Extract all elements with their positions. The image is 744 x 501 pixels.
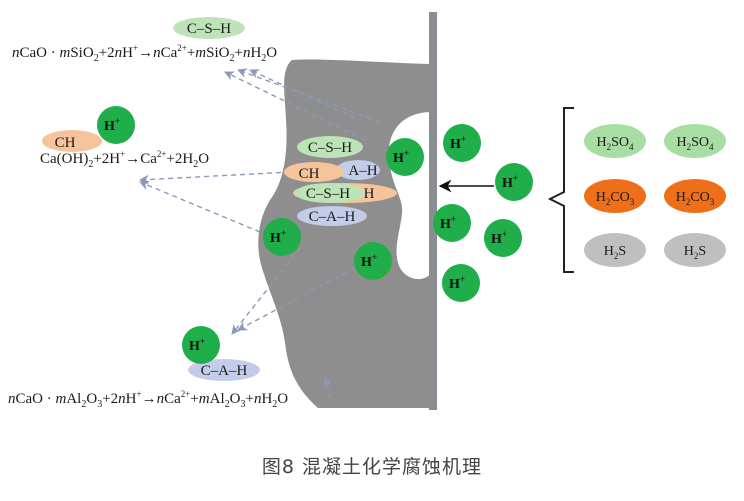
svg-text:H2SO4: H2SO4 <box>676 135 714 152</box>
ch-left-text: CH <box>55 135 76 151</box>
h-ion: H+ <box>443 124 481 162</box>
acid-h2co3-2: H2CO3 <box>664 179 726 213</box>
svg-text:H+: H+ <box>491 229 507 247</box>
hydrogen-ions: H+ H+ H+ H+ H+ H+ H+ H+ H+ H+ <box>97 106 533 364</box>
arrow-ch-2 <box>139 180 261 233</box>
arrow-cah-2 <box>231 247 301 335</box>
svg-text:H+: H+ <box>449 274 465 292</box>
acid-h2so4-2: H2SO4 <box>664 124 726 158</box>
svg-text:H2S: H2S <box>604 244 626 261</box>
center-products: A–H C–S–H CH C–S–H H C–A–H <box>284 136 397 226</box>
h-ion: H+ <box>495 163 533 201</box>
h-ion: H+ <box>354 242 392 280</box>
arrow-ch-1 <box>139 171 291 185</box>
ch-center-ellipse <box>284 162 344 182</box>
cah-center-partial-text: A–H <box>348 163 377 179</box>
acid-h2co3-1: H2CO3 <box>584 179 646 213</box>
arrow-csh-2 <box>237 68 381 123</box>
equation-silicate: nCaO · mSiO2+2nH+→nCa2++mSiO2+nH2O <box>12 43 277 64</box>
cah-center-ellipse <box>297 206 367 226</box>
svg-text:H+: H+ <box>502 173 518 191</box>
equation-hydroxide: Ca(OH)2+2H+→Ca2++2H2O <box>40 149 209 170</box>
h-ion: H+ <box>484 219 522 257</box>
acid-bracket <box>547 107 574 273</box>
arrow-cah-1 <box>237 267 356 331</box>
cah-bottom-ellipse <box>188 359 260 381</box>
h-ion: H+ <box>97 106 135 144</box>
h-ion: H+ <box>263 218 301 256</box>
svg-text:H+: H+ <box>270 228 286 246</box>
ch-left-label: CH <box>42 130 102 152</box>
figure-caption: 图8 混凝土化学腐蚀机理 <box>261 456 483 478</box>
ch-left-ellipse <box>42 130 102 152</box>
csh-center-ellipse <box>297 136 363 158</box>
svg-text:H+: H+ <box>393 148 409 166</box>
cah-bottom-label: C–A–H <box>188 359 260 381</box>
arrow-bottom <box>322 377 333 399</box>
svg-text:H2CO3: H2CO3 <box>596 190 635 207</box>
svg-text:H2CO3: H2CO3 <box>676 190 715 207</box>
svg-text:H+: H+ <box>450 134 466 152</box>
h-ion: H+ <box>442 264 480 302</box>
acid-h2so4-1: H2SO4 <box>584 124 646 158</box>
arrow-csh-3 <box>249 69 356 119</box>
svg-text:H+: H+ <box>189 336 205 354</box>
svg-text:H2S: H2S <box>684 244 706 261</box>
ch-center-text: CH <box>299 166 320 182</box>
boundary-wall <box>429 12 437 410</box>
csh-top-ellipse <box>173 17 245 39</box>
equation-aluminate: nCaO · mAl2O3+2nH+→nCa2++mAl2O3+nH2O <box>8 389 288 410</box>
svg-text:H+: H+ <box>104 116 120 134</box>
acid-h2s-2: H2S <box>664 233 726 267</box>
svg-text:H2SO4: H2SO4 <box>596 135 634 152</box>
svg-text:H+: H+ <box>440 214 456 232</box>
csh-center-text: C–S–H <box>308 140 352 156</box>
csh-center-2-ellipse <box>295 183 365 203</box>
h-ion: H+ <box>386 138 424 176</box>
csh-center-2-text: C–S–H <box>306 186 350 202</box>
csh-top-label: C–S–H <box>173 17 245 39</box>
h-ion: H+ <box>433 204 471 242</box>
cah-center-partial-ellipse <box>336 160 380 180</box>
cah-bottom-text: C–A–H <box>201 363 248 379</box>
csh-top-text: C–S–H <box>187 21 231 37</box>
svg-text:H+: H+ <box>361 252 377 270</box>
reaction-arrows <box>139 68 381 399</box>
csh-center-2-h-text: H <box>364 186 375 202</box>
arrow-csh-1 <box>224 71 366 141</box>
h-ion: H+ <box>182 326 220 364</box>
cah-center-text: C–A–H <box>309 209 356 225</box>
acid-h2s-1: H2S <box>584 233 646 267</box>
